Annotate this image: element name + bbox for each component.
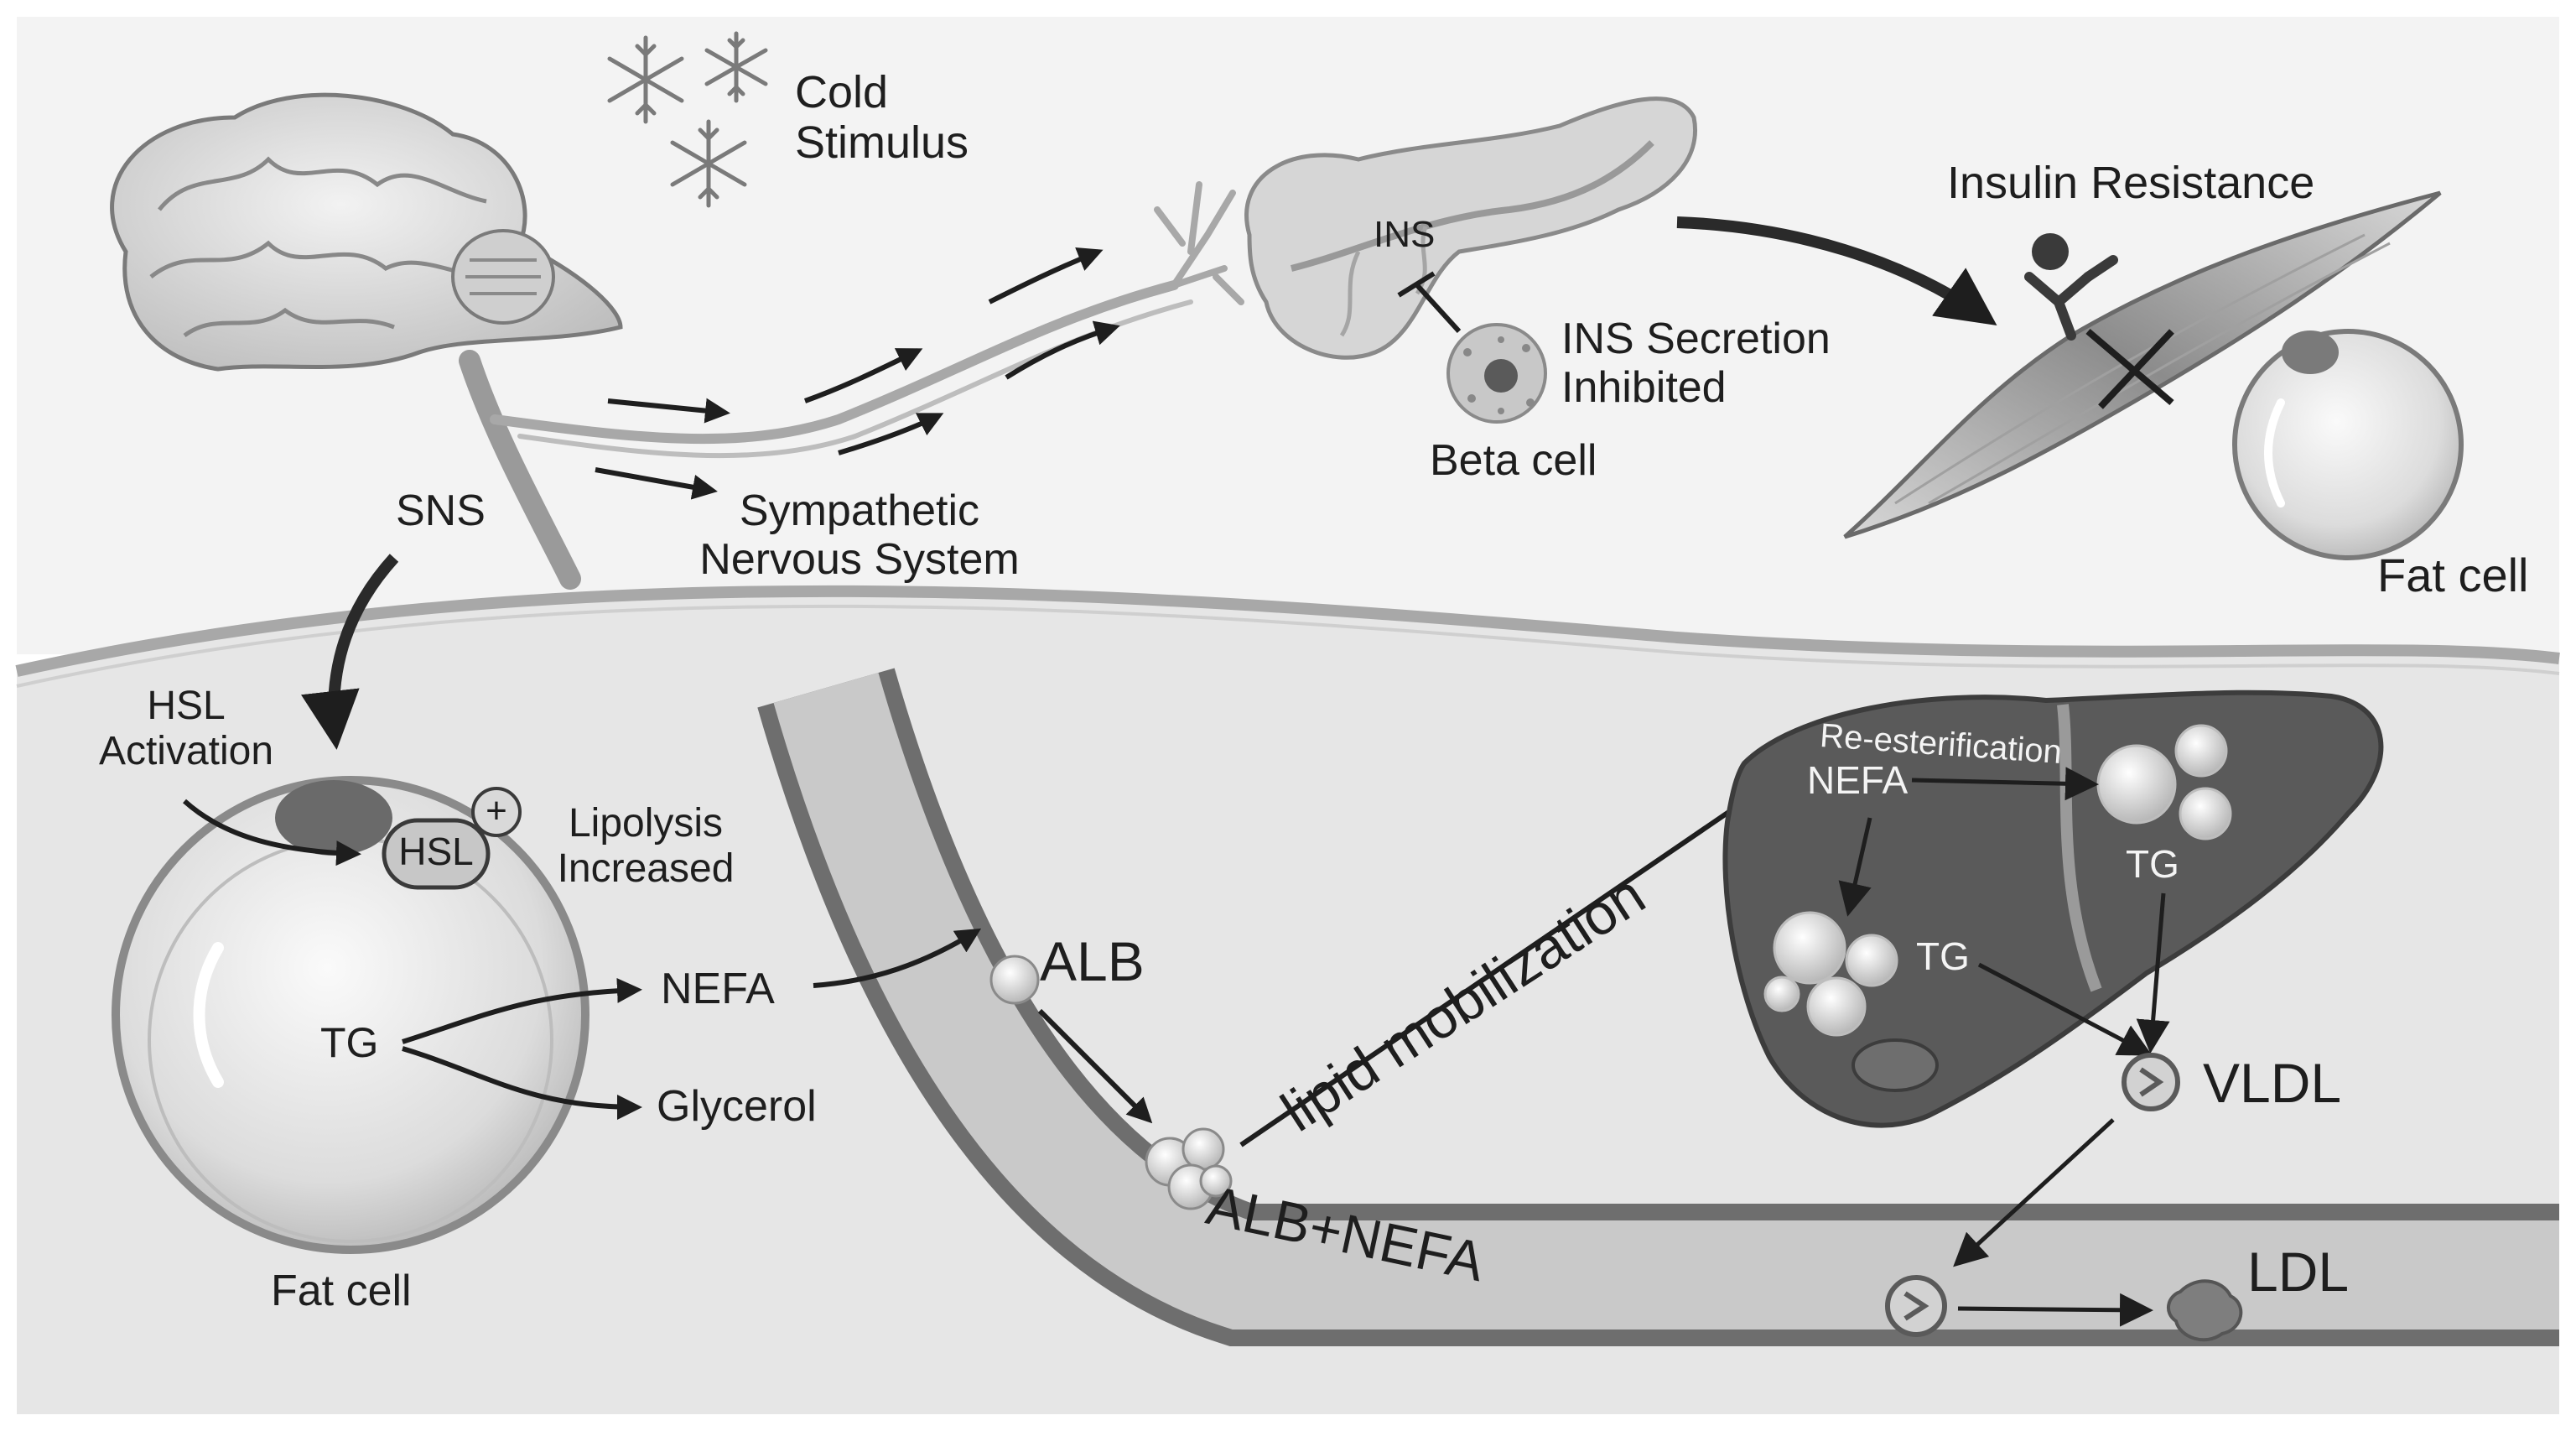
nerve-signal-arrows	[595, 247, 1120, 500]
plus-sign: +	[486, 790, 507, 831]
hsl-enzyme	[382, 818, 491, 890]
ldl-particle-icon	[2167, 1279, 2243, 1342]
alb-binding-arrow	[1037, 1008, 1153, 1124]
ldl-label: LDL	[2247, 1241, 2350, 1303]
lipolysis-label: Lipolysis Increased	[557, 801, 735, 891]
cold-stimulus-label: Cold Stimulus	[795, 67, 969, 169]
lipoprotein-icon	[1885, 1275, 1947, 1337]
fat-cell-icon	[2232, 329, 2464, 560]
tg-liver-right-label: TG	[2126, 842, 2179, 886]
sns-arrow	[301, 554, 399, 750]
sympathetic-nervous-system-label: Sympathetic Nervous System	[699, 487, 1020, 585]
effect-arrow	[1676, 216, 1997, 326]
albumin-nefa-complex	[1145, 1127, 1233, 1210]
hsl-activation-arrow	[182, 799, 361, 866]
tissue-boundary	[15, 585, 2560, 677]
nerve-icon	[459, 350, 581, 590]
insulin-resistance-label: Insulin Resistance	[1947, 158, 2315, 208]
receptor-icon	[2024, 233, 2174, 409]
ins-secretion-label: INS Secretion Inhibited	[1561, 315, 1831, 413]
pancreas-icon	[1244, 96, 1697, 360]
nefa-liver-label: NEFA	[1807, 758, 1909, 802]
inhibition-line	[1415, 283, 1462, 334]
nefa-label: NEFA	[661, 965, 775, 1013]
beta-cell-label: Beta cell	[1430, 436, 1597, 485]
alb-label: ALB	[1040, 930, 1145, 992]
beta-cell-icon	[1446, 323, 1547, 424]
hsl-activation-label: HSL Activation	[98, 684, 274, 773]
lipid-droplet-icon	[1763, 724, 2232, 1037]
hsl-label: HSL	[398, 830, 474, 873]
nefa-to-alb-arrow	[813, 928, 982, 988]
lipoprotein-icon	[2122, 1053, 2180, 1111]
snowflake-icon	[607, 31, 768, 208]
tg-fat-label: TG	[320, 1019, 379, 1066]
plus-badge	[471, 787, 522, 837]
brain-icon	[110, 92, 623, 372]
liver-pathway-arrows	[1838, 767, 2170, 1056]
tg-to-glycerol-arrow	[402, 1046, 642, 1120]
vldl-to-ldl-arrow	[1957, 1293, 2153, 1327]
glycerol-label: Glycerol	[657, 1082, 817, 1131]
fat-cell-top-label: Fat cell	[2377, 549, 2529, 601]
ins-label: INS	[1374, 214, 1436, 255]
tg-to-nefa-arrow	[402, 977, 642, 1044]
lipid-mobilization-arrow	[1239, 781, 1774, 1147]
fat-cell-bottom-label: Fat cell	[271, 1267, 412, 1315]
tg-liver-left-label: TG	[1916, 934, 1970, 978]
fat-cell-icon	[112, 776, 589, 1254]
vldl-label: VLDL	[2203, 1052, 2342, 1114]
sns-label: SNS	[396, 487, 486, 535]
vldl-to-vessel-arrow	[1953, 1118, 2115, 1267]
albumin-icon	[989, 955, 1040, 1005]
